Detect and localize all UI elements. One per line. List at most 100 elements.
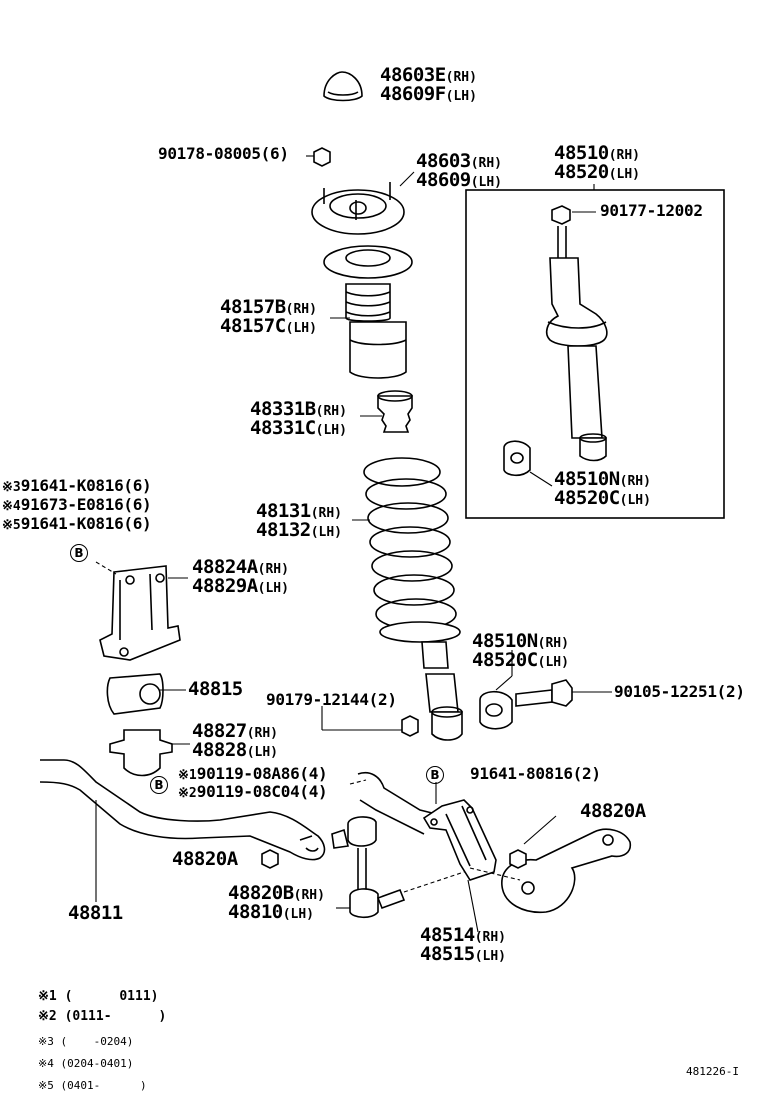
nut-drawing	[306, 147, 331, 167]
spring-lh-number: 48132	[256, 519, 311, 541]
knuckle-drawing	[469, 815, 632, 913]
spring-lh-side: (LH)	[310, 525, 343, 540]
bolt-number-3: 91641-K0816(6)	[20, 476, 152, 495]
label-clamp: 48827(RH) 48828(LH)	[192, 722, 278, 760]
nut-90177-number: 90177-12002	[600, 201, 703, 220]
footnote-1-text: ( 0111)	[64, 989, 159, 1004]
nut-48820a-left-drawing	[261, 849, 279, 869]
top-cap-drawing	[323, 71, 363, 102]
ref-b-bolts: B	[150, 776, 168, 794]
link-rh-number: 48820B	[228, 882, 294, 904]
label-nut-90179: 90179-12144(2)	[266, 692, 397, 708]
bushing-number: 48815	[188, 678, 243, 700]
absorber-assy-rh-number: 48510	[554, 142, 609, 164]
label-lower-arm: 48514(RH) 48515(LH)	[420, 926, 506, 964]
bolt-b2-mark: ※2	[178, 786, 197, 801]
clamp-rh-number: 48827	[192, 720, 247, 742]
ref-letter-b: B	[70, 544, 88, 562]
ref-b-lower: B	[426, 766, 444, 784]
bumper-rh-number: 48331B	[250, 398, 316, 420]
footnote-5-mark: ※5	[38, 1079, 54, 1092]
footnote-3-mark: ※3	[38, 1035, 54, 1048]
footnote-2: ※2 (0111- )	[38, 1010, 166, 1023]
bolt-number-4: 91673-E0816(6)	[20, 495, 152, 514]
bumper-rh-side: (RH)	[315, 404, 347, 419]
bracket-lh-side: (LH)	[257, 581, 289, 596]
dust-boot-drawing	[323, 245, 413, 379]
main-absorber-rh-number: 48510N	[472, 630, 538, 652]
label-coil-spring: 48131(RH) 48132(LH)	[256, 502, 342, 540]
coil-spring-drawing	[352, 457, 461, 643]
support-lh-side: (LH)	[470, 175, 503, 190]
footnote-1: ※1 ( 0111)	[38, 990, 158, 1003]
lower-arm-lh-side: (LH)	[474, 949, 507, 964]
lower-arm-rh-side: (RH)	[474, 930, 507, 945]
link-lh-side: (LH)	[282, 907, 315, 922]
label-bolts-90119: ※190119-08A86(4) ※290119-08C04(4)	[178, 764, 328, 801]
inset-absorber-rh-number: 48510N	[554, 468, 620, 490]
bolt-mark-4: ※4	[2, 499, 21, 514]
top-cap-lh-number: 48609F	[380, 83, 446, 105]
inset-absorber-drawing	[503, 205, 608, 487]
label-bolt-90105: 90105-12251(2)	[614, 684, 745, 700]
stabilizer-link-drawing	[331, 816, 471, 919]
clamp-lh-number: 48828	[192, 739, 247, 761]
bolt-90105-number: 90105-12251(2)	[614, 682, 745, 701]
clamp-rh-side: (RH)	[246, 726, 279, 741]
footnote-3: ※3 ( -0204)	[38, 1036, 133, 1047]
bolt-b1-number: 90119-08A86(4)	[196, 764, 328, 783]
diagram-id: 481226-I	[686, 1065, 739, 1078]
label-nut-48820a-right: 48820A	[580, 802, 646, 821]
clamp-lh-side: (LH)	[246, 745, 279, 760]
link-lh-number: 48810	[228, 901, 283, 923]
footnote-3-text: ( -0204)	[60, 1035, 134, 1048]
nut-90179-number: 90179-12144(2)	[266, 690, 397, 709]
main-absorber-lh-side: (LH)	[537, 655, 569, 670]
nut-90178-number: 90178-08005(6)	[158, 144, 289, 163]
label-bump-stopper: 48331B(RH) 48331C(LH)	[250, 400, 347, 438]
clamp-drawing	[109, 729, 190, 777]
support-lh-number: 48609	[416, 169, 471, 191]
nut-48820a-left-number: 48820A	[172, 848, 238, 870]
bushing-drawing	[106, 673, 186, 715]
absorber-assy-rh-side: (RH)	[608, 148, 641, 163]
boot-rh-number: 48157B	[220, 296, 286, 318]
link-rh-side: (RH)	[293, 888, 325, 903]
label-inset-absorber: 48510N(RH) 48520C(LH)	[554, 470, 651, 508]
label-main-absorber: 48510N(RH) 48520C(LH)	[472, 632, 569, 670]
ref-b-bracket: B	[70, 544, 88, 562]
inset-absorber-rh-side: (RH)	[619, 474, 651, 489]
inset-absorber-lh-number: 48520C	[554, 487, 620, 509]
top-cap-rh-number: 48603E	[380, 64, 446, 86]
bolt-b1-mark: ※1	[178, 768, 197, 783]
label-nut-48820a-left: 48820A	[172, 850, 238, 869]
label-nut-90177: 90177-12002	[600, 203, 703, 219]
label-upper-support: 48603(RH) 48609(LH)	[416, 152, 502, 190]
boot-lh-number: 48157C	[220, 315, 286, 337]
lower-arm-rh-number: 48514	[420, 924, 475, 946]
bumper-lh-number: 48331C	[250, 417, 316, 439]
spring-rh-side: (RH)	[310, 506, 343, 521]
inset-absorber-lh-side: (LH)	[619, 493, 651, 508]
label-dust-boot: 48157B(RH) 48157C(LH)	[220, 298, 317, 336]
bumper-lh-side: (LH)	[315, 423, 347, 438]
footnote-2-mark: ※2	[38, 1009, 57, 1024]
footnote-5-text: (0401- )	[60, 1079, 147, 1092]
support-rh-side: (RH)	[470, 156, 503, 171]
absorber-assy-lh-number: 48520	[554, 161, 609, 183]
spring-rh-number: 48131	[256, 500, 311, 522]
bracket-drawing	[95, 561, 188, 661]
stabilizer-bar-number: 48811	[68, 902, 123, 924]
upper-support-drawing	[311, 171, 415, 235]
bolt-mark-3: ※3	[2, 480, 21, 495]
main-absorber-drawing	[321, 641, 612, 741]
label-bracket: 48824A(RH) 48829A(LH)	[192, 558, 289, 596]
bump-stopper-drawing	[360, 390, 413, 433]
ref-letter-b: B	[426, 766, 444, 784]
label-stabilizer-bar: 48811	[68, 904, 123, 923]
label-bolt-91641: 91641-80816(2)	[470, 766, 601, 782]
top-cap-rh-side: (RH)	[445, 70, 477, 85]
top-cap-lh-side: (LH)	[445, 89, 477, 104]
